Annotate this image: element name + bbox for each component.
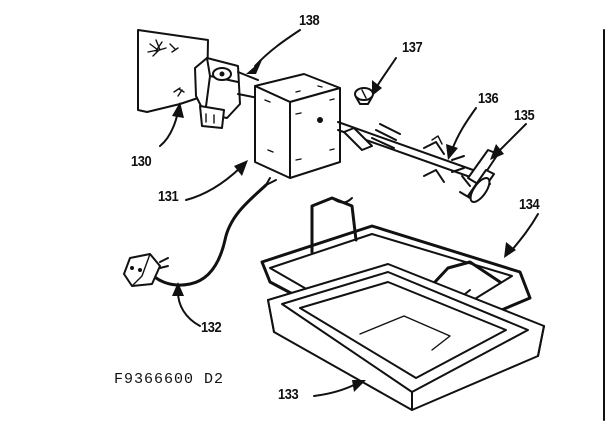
part-133-drip-pan <box>267 263 545 411</box>
callout-130: 130 <box>131 153 152 170</box>
callout-138: 138 <box>299 12 320 29</box>
part-136-spit-rod <box>337 121 491 185</box>
callout-137: 137 <box>402 39 423 56</box>
callout-136: 136 <box>478 90 499 107</box>
callout-131: 131 <box>158 188 179 205</box>
callout-arrows <box>159 29 539 397</box>
part-135-handle <box>459 149 499 203</box>
callout-133: 133 <box>278 386 299 403</box>
callout-134: 134 <box>519 196 540 213</box>
callout-132: 132 <box>201 319 222 336</box>
part-138-motor <box>194 57 259 129</box>
part-131-motor-housing <box>254 73 341 179</box>
part-137-screw <box>354 87 374 105</box>
callout-135: 135 <box>514 107 535 124</box>
part-132-power-cord <box>123 177 277 287</box>
drawing-code-label: F9366600 D2 <box>114 371 225 388</box>
